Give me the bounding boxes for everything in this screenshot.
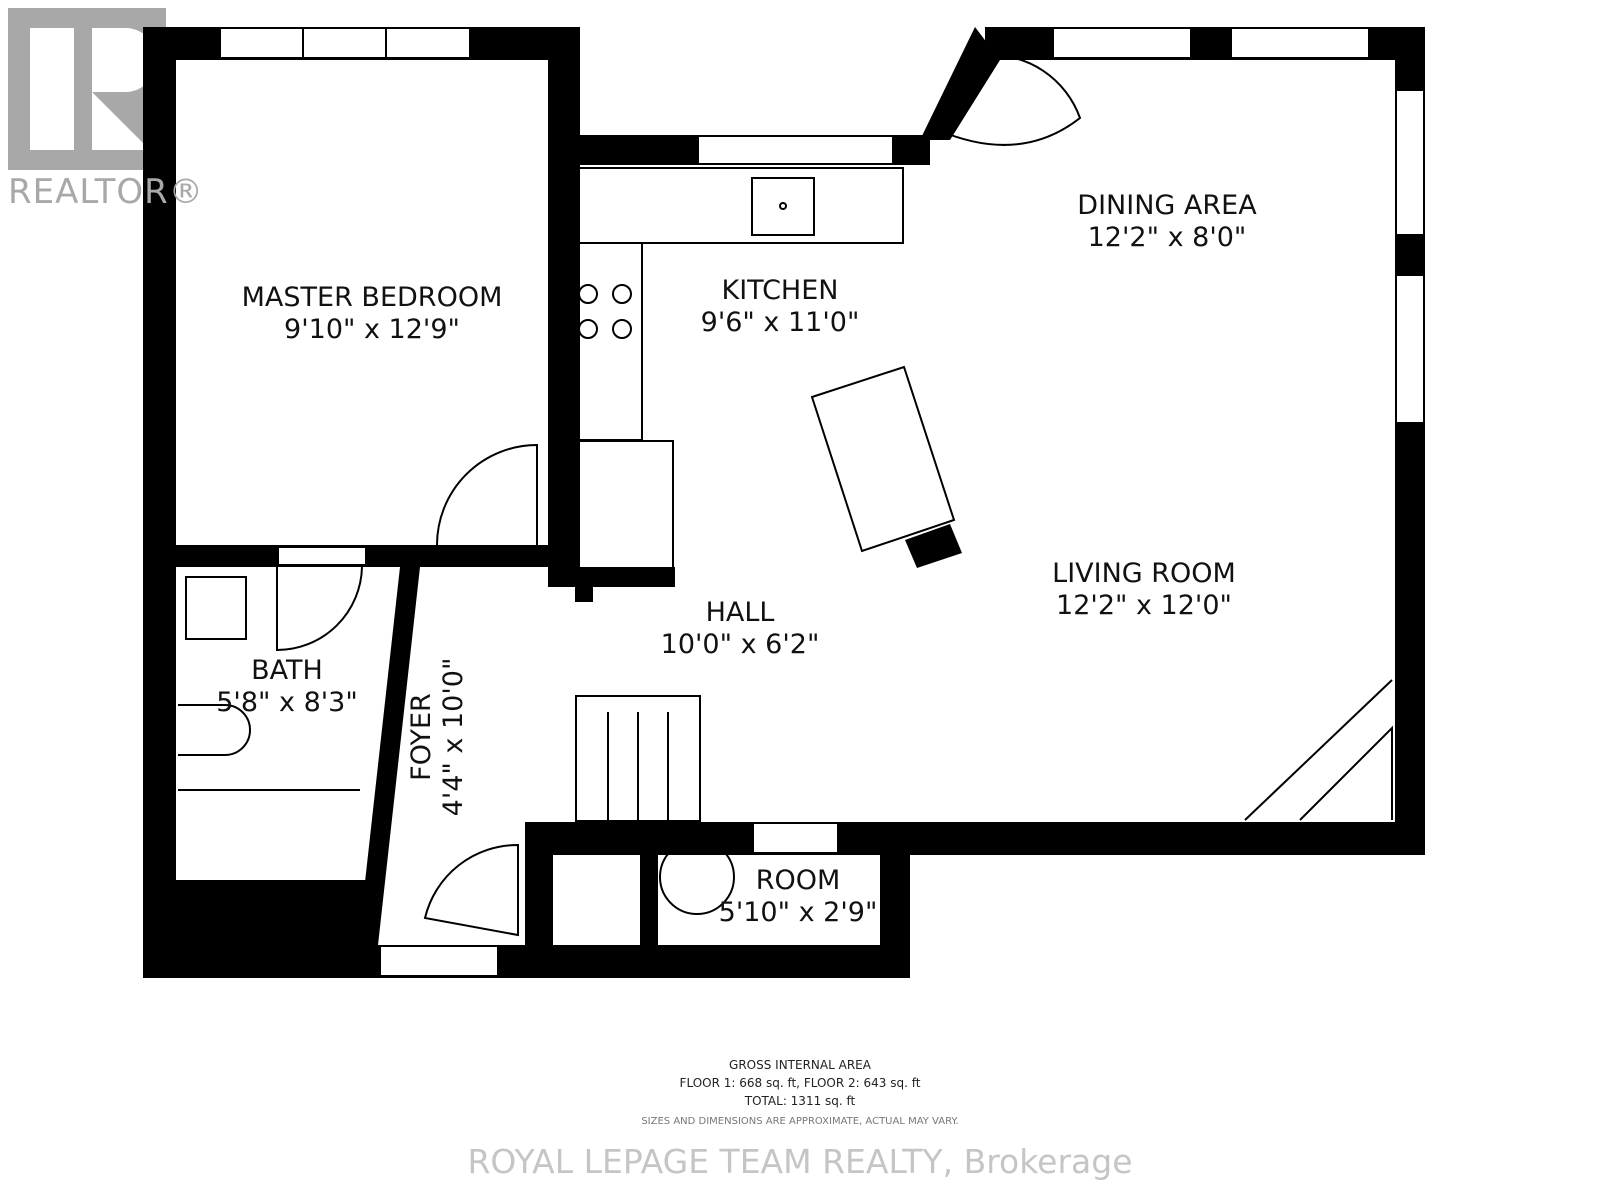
walls — [143, 27, 1425, 978]
room-size: 12'2" x 12'0" — [1056, 590, 1232, 621]
area-title: GROSS INTERNAL AREA — [729, 1058, 871, 1072]
room-size: 4'4" x 10'0" — [438, 657, 469, 817]
room-name: MASTER BEDROOM — [241, 282, 503, 313]
brokerage-watermark: ROYAL LEPAGE TEAM REALTY, Brokerage — [467, 1142, 1133, 1181]
windows — [219, 27, 1425, 977]
room-name: BATH — [251, 655, 323, 686]
room-size: 9'10" x 12'9" — [284, 314, 460, 345]
room-size: 5'10" x 2'9" — [718, 897, 878, 928]
realtor-logo-text: REALTOR® — [8, 172, 204, 212]
room-size: 12'2" x 8'0" — [1087, 222, 1247, 253]
room-size: 9'6" x 11'0" — [700, 307, 860, 338]
room-name: DINING AREA — [1077, 190, 1257, 221]
area-total: TOTAL: 1311 sq. ft — [744, 1094, 856, 1108]
room-name: LIVING ROOM — [1052, 558, 1236, 589]
room-size: 5'8" x 8'3" — [216, 687, 358, 718]
room-size: 10'0" x 6'2" — [660, 629, 820, 660]
disclaimer: SIZES AND DIMENSIONS ARE APPROXIMATE, AC… — [641, 1116, 959, 1127]
realtor-logo — [8, 8, 166, 170]
room-name: ROOM — [755, 865, 841, 896]
kitchen-island — [810, 365, 962, 568]
area-floors: FLOOR 1: 668 sq. ft, FLOOR 2: 643 sq. ft — [679, 1076, 921, 1090]
fixtures — [178, 53, 1393, 937]
room-name: FOYER — [406, 693, 437, 781]
room-name: HALL — [705, 597, 775, 628]
room-name: KITCHEN — [721, 275, 839, 306]
